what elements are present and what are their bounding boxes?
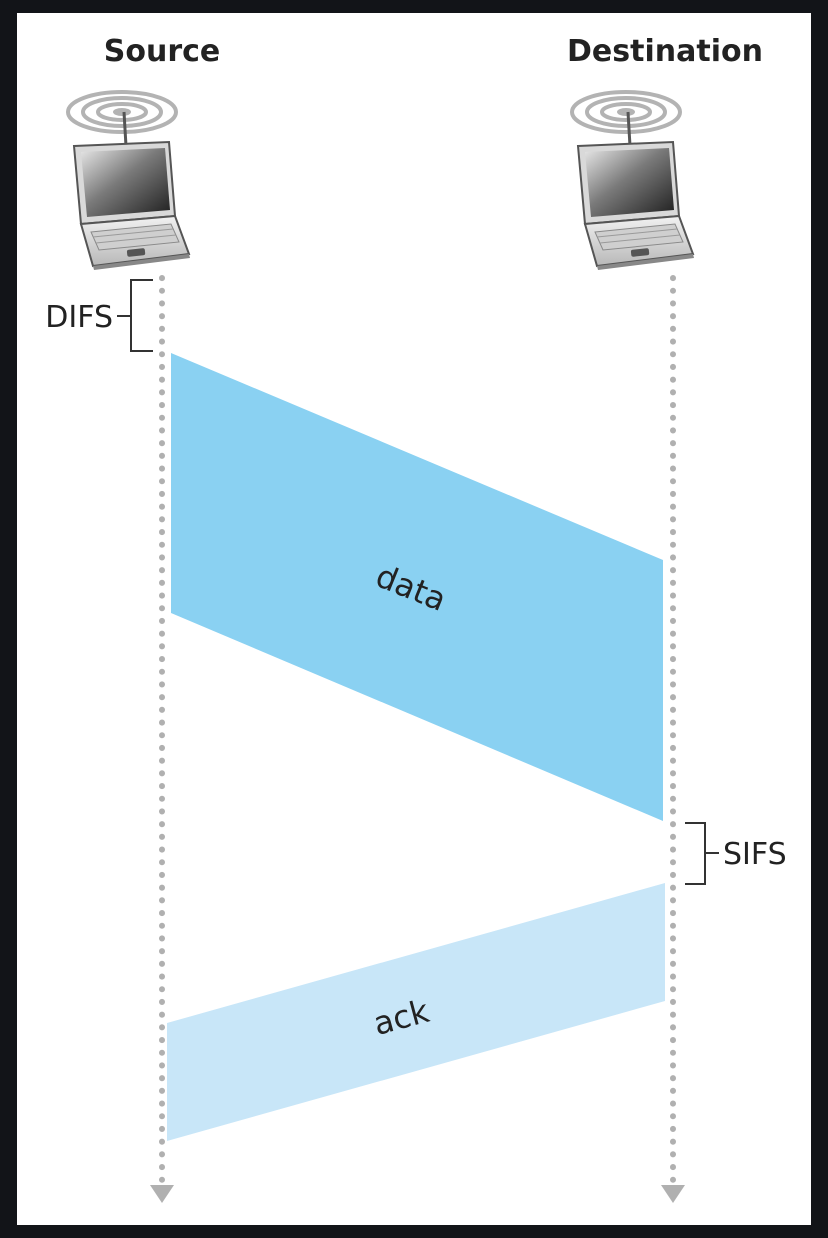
data-frame	[171, 353, 663, 821]
source-title: Source	[104, 34, 221, 69]
sifs-label: SIFS	[723, 837, 787, 872]
ack-frame	[167, 883, 665, 1141]
diagram-frame: Source Destination data ack DIFS SIFS	[17, 13, 811, 1225]
destination-wireless-laptop-icon	[570, 90, 696, 272]
destination-title: Destination	[567, 34, 763, 69]
source-time-arrow-icon	[150, 1185, 174, 1203]
difs-bracket	[117, 279, 153, 352]
destination-time-arrow-icon	[661, 1185, 685, 1203]
difs-label: DIFS	[45, 300, 113, 335]
csma-ca-timeline-diagram: Source Destination data ack DIFS SIFS	[45, 34, 787, 1203]
source-wireless-laptop-icon	[66, 90, 192, 272]
sifs-bracket	[685, 822, 719, 885]
